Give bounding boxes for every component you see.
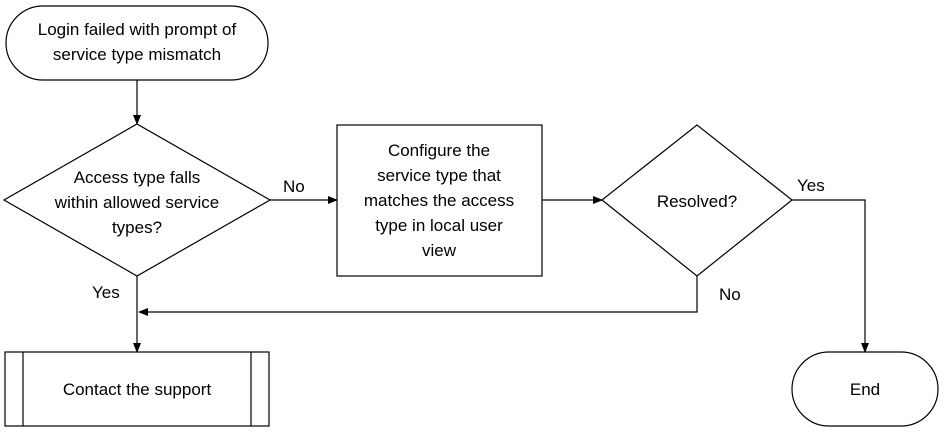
start-node-line-2: service type mismatch — [53, 45, 221, 64]
contact-support-text: Contact the support — [63, 380, 212, 399]
configure-service-type-process: Configure the service type that matches … — [336, 124, 543, 277]
configure-line-2: service type that — [377, 166, 501, 185]
access-type-decision: Access type falls within allowed service… — [2, 123, 272, 277]
contact-support-process: Contact the support — [4, 351, 270, 427]
edge-resolved-yes — [792, 199, 869, 353]
start-node-line-1: Login failed with prompt of — [38, 20, 237, 39]
edge-label-access-no: No — [283, 177, 305, 196]
edge-resolved-no — [138, 276, 698, 316]
edge-label-access-yes: Yes — [92, 283, 120, 302]
resolved-decision: Resolved? — [601, 124, 793, 277]
configure-line-5: view — [422, 241, 457, 260]
edge-label-resolved-no: No — [719, 285, 741, 304]
access-decision-line-3: types? — [112, 218, 162, 237]
configure-line-3: matches the access — [364, 191, 514, 210]
end-node-text: End — [850, 380, 880, 399]
start-node: Login failed with prompt of service type… — [5, 5, 269, 81]
configure-line-1: Configure the — [388, 141, 490, 160]
resolved-decision-text: Resolved? — [657, 192, 737, 211]
access-decision-line-1: Access type falls — [74, 168, 201, 187]
end-node: End — [791, 351, 939, 427]
configure-line-4: type in local user — [375, 216, 503, 235]
edge-label-resolved-yes: Yes — [797, 176, 825, 195]
access-decision-line-2: within allowed service — [54, 193, 219, 212]
